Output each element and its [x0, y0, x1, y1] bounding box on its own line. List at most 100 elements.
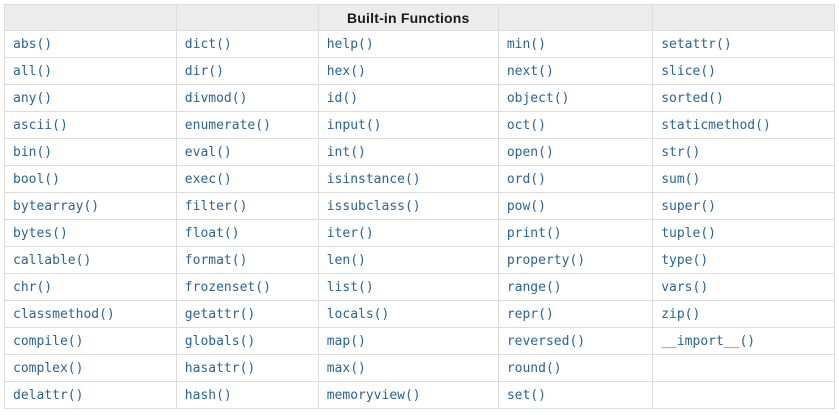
function-link[interactable]: id(): [326, 90, 359, 106]
header-cell-empty: [497, 4, 654, 31]
function-cell: reversed(): [497, 327, 654, 355]
table-row: chr() frozenset() list() range() vars(): [4, 273, 835, 301]
function-link[interactable]: input(): [326, 117, 382, 133]
function-cell: id(): [317, 84, 499, 112]
function-link[interactable]: enumerate(): [184, 117, 271, 133]
function-link[interactable]: globals(): [184, 333, 256, 349]
function-link[interactable]: hash(): [184, 387, 232, 403]
function-link[interactable]: open(): [506, 144, 554, 160]
function-link[interactable]: delattr(): [13, 387, 84, 403]
function-cell: int(): [317, 138, 499, 166]
function-cell: any(): [4, 84, 177, 112]
function-link[interactable]: object(): [506, 90, 570, 106]
function-cell: next(): [497, 57, 654, 85]
function-cell: delattr(): [4, 381, 177, 409]
function-link[interactable]: bool(): [13, 171, 60, 187]
function-cell: divmod(): [175, 84, 319, 112]
function-link[interactable]: next(): [506, 63, 554, 79]
function-link[interactable]: bytes(): [13, 225, 68, 241]
function-link[interactable]: hasattr(): [184, 360, 256, 376]
function-link[interactable]: vars(): [661, 279, 709, 295]
function-link[interactable]: staticmethod(): [661, 117, 771, 133]
function-link[interactable]: sorted(): [661, 90, 724, 106]
function-cell: format(): [175, 246, 319, 274]
function-cell: oct(): [497, 111, 654, 139]
function-link[interactable]: slice(): [661, 63, 716, 79]
function-link[interactable]: property(): [506, 252, 586, 268]
function-link[interactable]: ord(): [506, 171, 546, 187]
function-link[interactable]: repr(): [506, 306, 554, 322]
function-link[interactable]: int(): [326, 144, 366, 160]
function-link[interactable]: setattr(): [661, 36, 732, 52]
function-link[interactable]: reversed(): [506, 333, 586, 349]
function-link[interactable]: frozenset(): [184, 279, 271, 295]
function-link[interactable]: divmod(): [184, 90, 248, 106]
function-cell: set(): [497, 381, 654, 409]
function-link[interactable]: set(): [506, 387, 546, 403]
function-link[interactable]: map(): [326, 333, 366, 349]
function-link[interactable]: abs(): [13, 36, 53, 52]
function-cell: pow(): [497, 192, 654, 220]
header-cell-empty: [4, 4, 177, 31]
function-link[interactable]: type(): [661, 252, 709, 268]
function-cell: iter(): [317, 219, 499, 247]
table-row: bin() eval() int() open() str(): [4, 138, 835, 166]
function-link[interactable]: float(): [184, 225, 240, 241]
function-link[interactable]: tuple(): [661, 225, 716, 241]
function-link[interactable]: zip(): [661, 306, 701, 322]
function-link[interactable]: dict(): [184, 36, 232, 52]
function-cell: dir(): [175, 57, 319, 85]
function-link[interactable]: iter(): [326, 225, 374, 241]
function-link[interactable]: __import__(): [661, 333, 756, 349]
function-link[interactable]: max(): [326, 360, 366, 376]
function-link[interactable]: help(): [326, 36, 374, 52]
function-link[interactable]: eval(): [184, 144, 232, 160]
function-link[interactable]: pow(): [506, 198, 546, 214]
function-link[interactable]: format(): [184, 252, 248, 268]
function-link[interactable]: all(): [13, 63, 53, 79]
function-link[interactable]: sum(): [661, 171, 701, 187]
function-link[interactable]: ascii(): [13, 117, 68, 133]
function-cell: map(): [317, 327, 499, 355]
function-link[interactable]: range(): [506, 279, 562, 295]
function-link[interactable]: isinstance(): [326, 171, 421, 187]
function-link[interactable]: len(): [326, 252, 366, 268]
table-row: bytearray() filter() issubclass() pow() supe…: [4, 192, 835, 220]
function-cell: input(): [317, 111, 499, 139]
function-link[interactable]: hex(): [326, 63, 366, 79]
function-link[interactable]: str(): [661, 144, 701, 160]
function-link[interactable]: bin(): [13, 144, 53, 160]
function-link[interactable]: super(): [661, 198, 716, 214]
function-link[interactable]: chr(): [13, 279, 53, 295]
table-row: delattr() hash() memoryview() set(): [4, 381, 835, 409]
function-link[interactable]: filter(): [184, 198, 248, 214]
function-cell: tuple(): [652, 219, 835, 247]
function-link[interactable]: getattr(): [184, 306, 256, 322]
function-cell: hex(): [317, 57, 499, 85]
function-link[interactable]: exec(): [184, 171, 232, 187]
function-link[interactable]: compile(): [13, 333, 84, 349]
function-link[interactable]: locals(): [326, 306, 390, 322]
function-cell: min(): [497, 30, 654, 58]
function-cell: abs(): [4, 30, 177, 58]
function-cell: len(): [317, 246, 499, 274]
table-header-row: Built-in Functions: [4, 4, 835, 31]
function-link[interactable]: print(): [506, 225, 562, 241]
table-row: ascii() enumerate() input() oct() staticmeth…: [4, 111, 835, 139]
function-link[interactable]: classmethod(): [13, 306, 115, 322]
function-link[interactable]: issubclass(): [326, 198, 421, 214]
function-link[interactable]: oct(): [506, 117, 546, 133]
function-cell: locals(): [317, 300, 499, 328]
function-link[interactable]: memoryview(): [326, 387, 421, 403]
function-link[interactable]: bytearray(): [13, 198, 100, 214]
function-link[interactable]: any(): [13, 90, 53, 106]
function-link[interactable]: complex(): [13, 360, 84, 376]
function-link[interactable]: round(): [506, 360, 562, 376]
function-cell: __import__(): [652, 327, 835, 355]
function-link[interactable]: list(): [326, 279, 374, 295]
function-link[interactable]: min(): [506, 36, 546, 52]
function-cell: bytes(): [4, 219, 177, 247]
function-link[interactable]: callable(): [13, 252, 92, 268]
function-link[interactable]: dir(): [184, 63, 224, 79]
